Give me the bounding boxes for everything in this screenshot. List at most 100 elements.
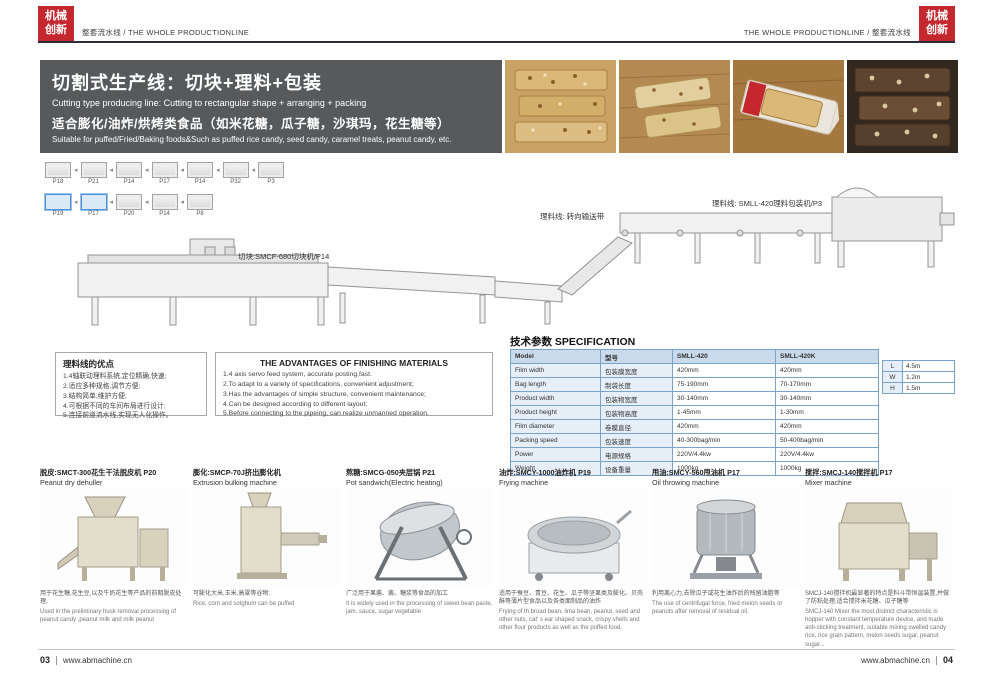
flow-page-ref: P17: [159, 179, 170, 185]
machine-desc-en: Used in the preliminary husk removal pro…: [40, 609, 177, 624]
spec-cell: 420mm: [775, 363, 879, 378]
spec-cell: 包装膜宽度: [600, 363, 673, 378]
spec-cell: 制袋长度: [600, 377, 673, 392]
advantage-item: 3.结构简单,维护方便;: [63, 392, 127, 400]
advantage-item: 5.连接前道流水线,实现无人化操作。: [63, 412, 173, 420]
photo-dark-nut-bars: [847, 60, 958, 153]
advantages-box-en: THE ADVANTAGES OF FINISHING MATERIALS 1.…: [215, 352, 493, 417]
flow-arrow-icon: ◂: [180, 199, 185, 206]
footer-divider: [38, 649, 955, 650]
dim-cell: H: [882, 382, 903, 394]
flow-arrow-icon: ◂: [216, 167, 220, 174]
two-bars-image: [619, 60, 730, 153]
flow-machine-thumb: P18: [45, 162, 71, 185]
spec-cell: 电源规格: [600, 447, 673, 462]
machine-thumb-icon: [45, 194, 71, 210]
spec-cell: 包装物高度: [600, 405, 673, 420]
machine-desc-en: Frying of th broad bean, lima bean, pean…: [499, 609, 641, 632]
machine-thumb-icon: [187, 194, 214, 210]
machine-desc-en: The use of centrifugal force, fried melo…: [652, 601, 783, 616]
machine-thumb-icon: [80, 194, 107, 210]
flow-arrow-icon: ◂: [74, 199, 78, 206]
page-subtitle-cn: 适合膨化/油炸/烘烤类食品（如米花糖，瓜子糖，沙琪玛，花生糖等）: [52, 117, 450, 131]
spec-cell: Model: [510, 349, 601, 364]
machine-photo-fryer: [499, 489, 647, 586]
spec-cell: Packing speed: [510, 433, 601, 448]
machine-card-dehuller: 脱皮:SMCT-300花生干法脱皮机 P20 Peanut dry dehull…: [40, 468, 188, 649]
spec-cell: Product width: [510, 391, 601, 406]
machine-desc-cn: 广泛用于果酱、酱、糖浆等食品的加工: [346, 591, 449, 597]
dehuller-image: [57, 496, 169, 581]
production-line-schematic: [77, 187, 955, 326]
spec-cell: 包装速度: [600, 433, 673, 448]
flow-page-ref: P14: [194, 179, 206, 185]
mixer-image: [838, 502, 938, 581]
machine-thumb-icon: [80, 162, 107, 178]
diagram-label-turning: 理料线: 转向输送带: [540, 212, 605, 221]
flow-arrow-icon: ◂: [251, 167, 256, 174]
spec-cell: 40-300bag/min: [672, 433, 776, 448]
page-number-left: 03: [40, 655, 51, 665]
dim-cell: 4.5m: [902, 360, 955, 372]
machine-thumb-icon: [151, 162, 178, 178]
advantage-item: 2.To adapt to a variety of specification…: [223, 380, 414, 388]
machine-photo-mixer: [805, 489, 953, 586]
flow-row-1: P18◂P21◂P14◂P17◂P14◂P32◂P3: [45, 162, 475, 185]
advantage-item: 1.4 axis servo feed system, accurate pos…: [223, 371, 372, 378]
flow-arrow-icon: ◂: [109, 199, 114, 206]
brand-logo-right: 机械创新: [919, 6, 955, 42]
brand-logo-left: 机械创新: [38, 6, 74, 42]
machine-title-en: Pot sandwich(Electric heating): [346, 478, 443, 487]
machine-title-en: Peanut dry dehuller: [40, 478, 103, 487]
advantages-title-en: THE ADVANTAGES OF FINISHING MATERIALS: [259, 358, 449, 368]
page-title-cn: 切割式生产线：切块+理料+包装: [52, 73, 323, 93]
page-title-en: Cutting type producing line: Cutting to …: [52, 98, 367, 108]
machine-thumb-icon: [187, 162, 214, 178]
flow-machine-thumb: P19: [45, 194, 71, 217]
product-photo-strip: [505, 60, 958, 153]
machine-title-cn: 脱皮:SMCT-300花生干法脱皮机 P20: [40, 468, 157, 477]
flow-page-ref: P14: [159, 211, 170, 217]
advantage-item: 2.适应多种规格,调节方便;: [63, 382, 141, 390]
header-label-left: 整套流水线 / THE WHOLE PRODUCTIONLINE: [82, 28, 250, 37]
spec-title-en: SPECIFICATION: [554, 336, 636, 348]
flow-page-ref: P19: [52, 211, 64, 217]
machine-section: 脱皮:SMCT-300花生干法脱皮机 P20 Peanut dry dehull…: [40, 468, 955, 649]
machine-photo-deoiler: [652, 489, 800, 586]
flow-machine-thumb: P17: [151, 162, 178, 185]
fryer-image: [527, 509, 632, 581]
photo-two-bars-on-wood: [619, 60, 730, 153]
spec-cell: Film width: [510, 363, 601, 378]
flow-arrow-icon: ◂: [74, 167, 78, 174]
machine-thumb-icon: [151, 194, 178, 210]
flow-machine-thumb: P8: [187, 194, 214, 217]
machine-title-cn: 甩油:SMCY-560甩油机 P17: [652, 468, 740, 477]
flow-page-ref: P18: [52, 179, 64, 185]
diagram-label-cutting: 切块:SMCF-680切块机/P14: [238, 252, 330, 261]
machine-title-cn: 膨化:SMCP-70J挤出膨化机: [193, 468, 281, 477]
machine-thumb-icon: [116, 162, 143, 178]
machine-desc-cn: 利用离心力,去除瓜子或花生油炸后的残留油脂等: [652, 591, 780, 597]
page-subtitle-en: Suitable for puffed/Fried/Baking foods&S…: [52, 135, 452, 144]
advantages-box-cn: 理料线的优点 1.4轴联动理料系统,定位精确,快速;2.适应多种规格,调节方便;…: [55, 352, 207, 419]
machine-title-cn: 熬糖:SMCG-050夹层锅 P21: [346, 468, 436, 477]
deoiler-image: [690, 499, 762, 579]
machine-desc-en: It is widely used in the processing of s…: [346, 601, 493, 616]
footer-separator-icon: [56, 655, 58, 665]
snack-bars-stacked-image: [505, 60, 616, 153]
spec-cell: 包装物宽度: [600, 391, 673, 406]
flow-page-ref: P21: [88, 179, 99, 185]
website-url-left: www.abmachine.cn: [63, 655, 132, 665]
spec-cell: Bag length: [510, 377, 601, 392]
footer-separator-icon: [935, 655, 937, 665]
spec-cell: SMLL-420: [672, 349, 776, 364]
spec-cell: 420mm: [775, 419, 879, 434]
